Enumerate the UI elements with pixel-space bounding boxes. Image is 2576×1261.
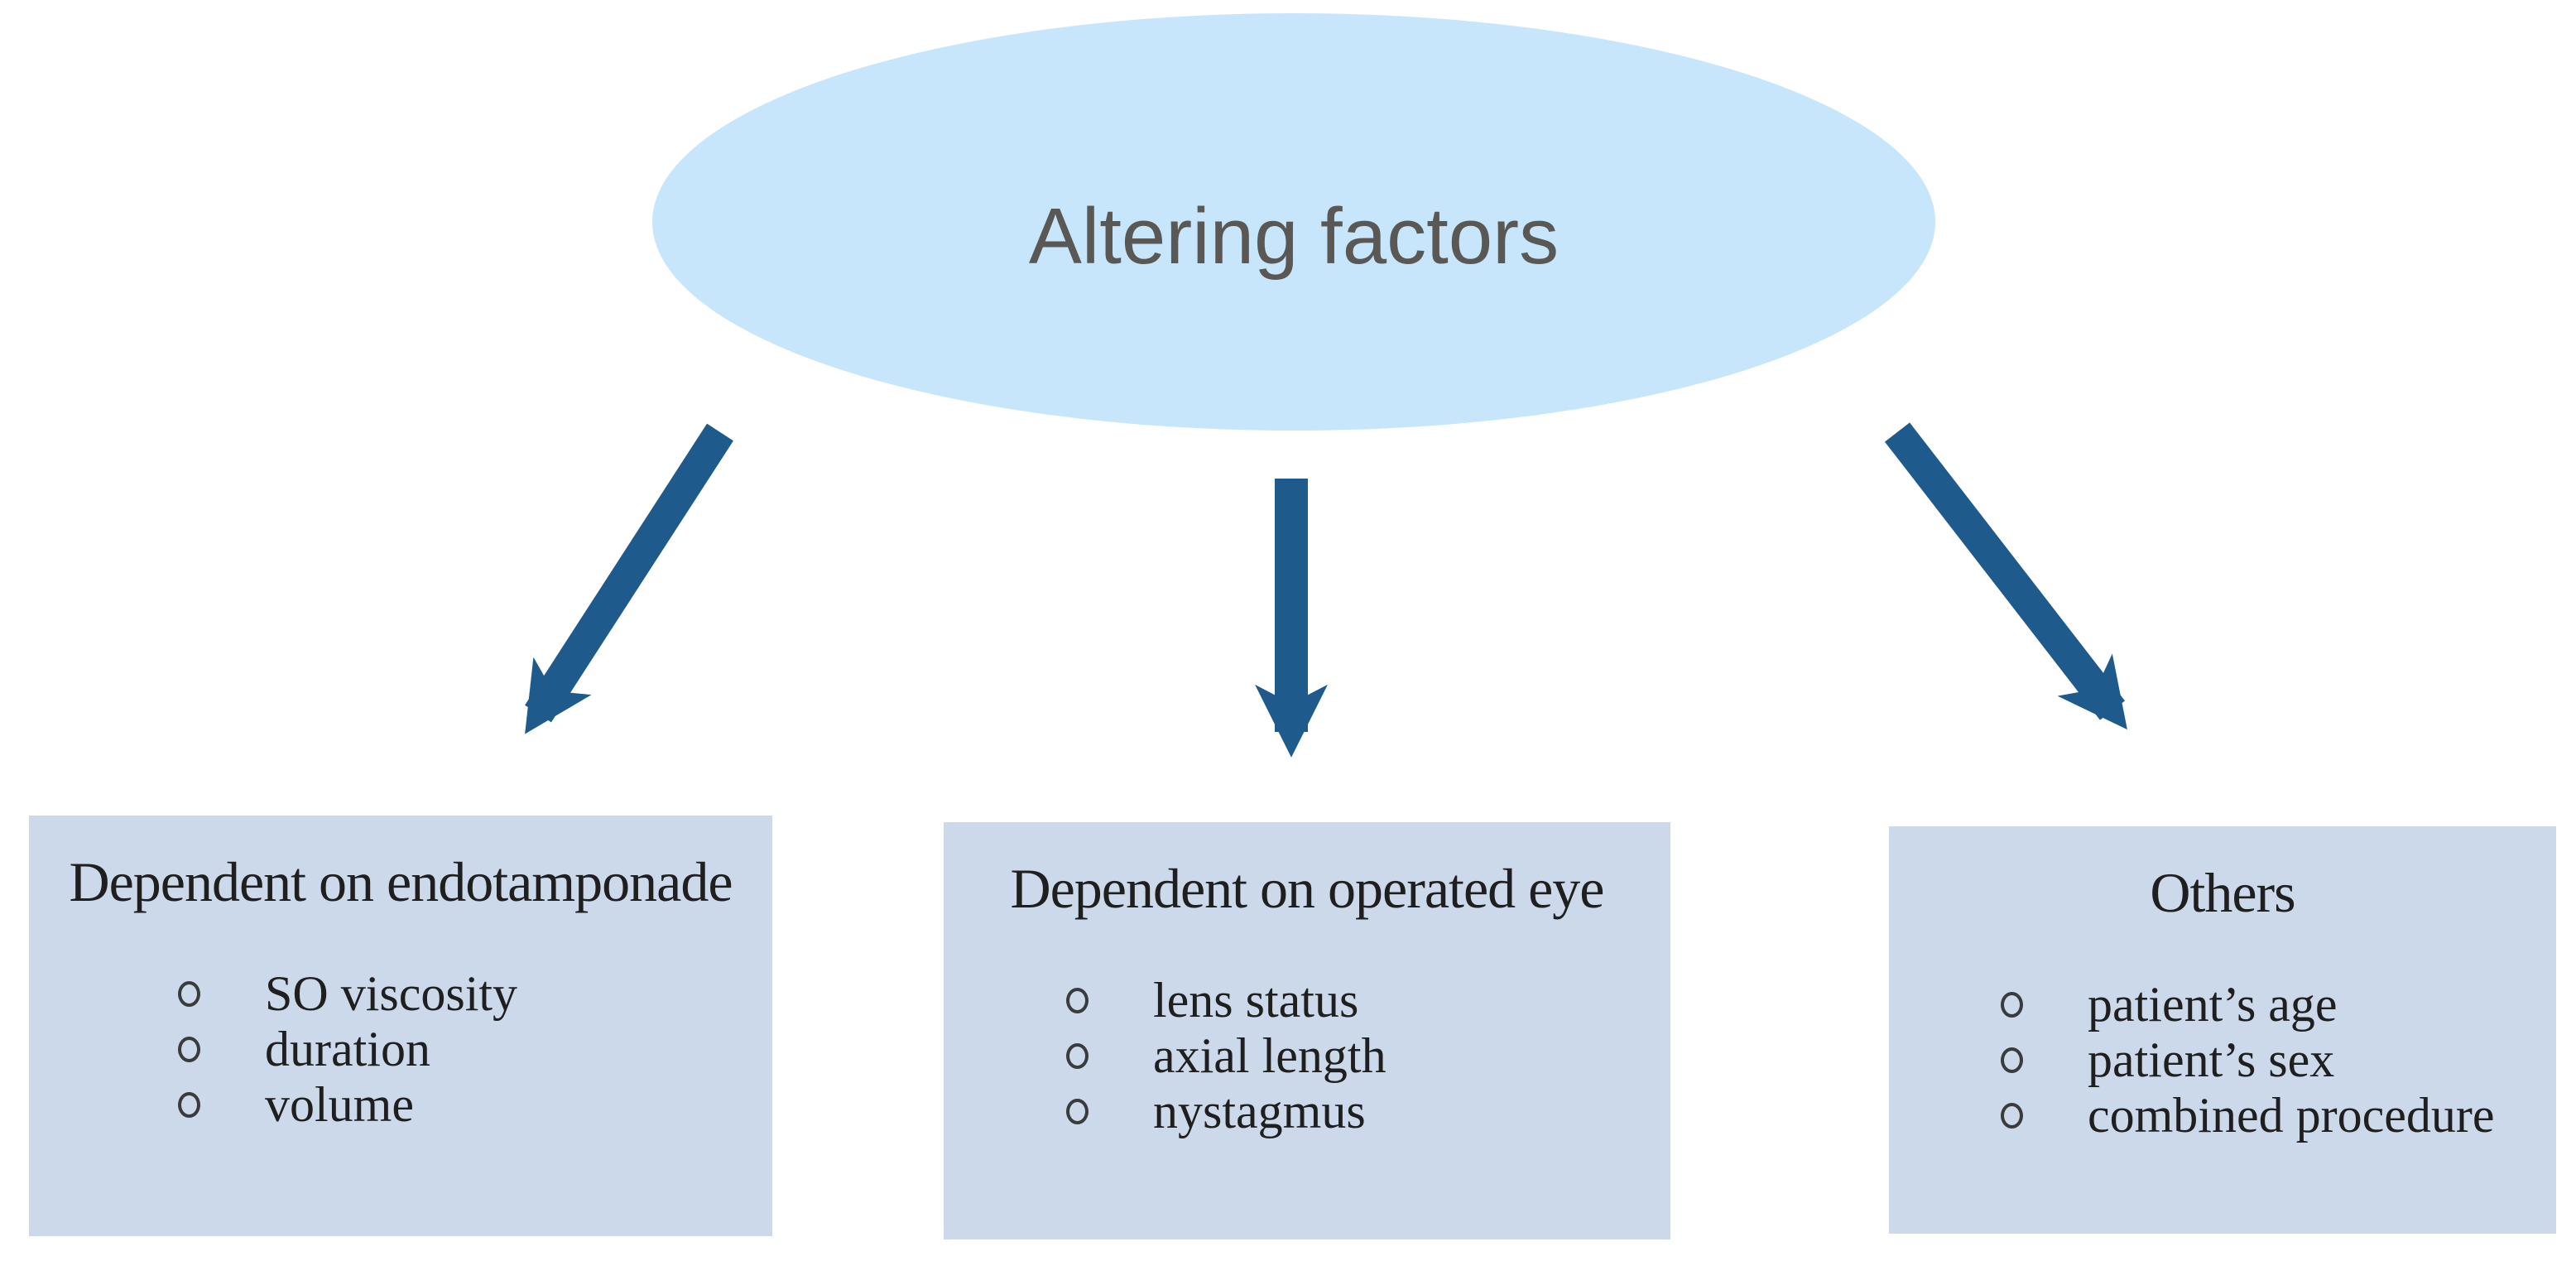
list-item-label: patient’s age — [2088, 976, 2338, 1032]
arrow-to-others-box-icon — [1884, 422, 2127, 730]
list-item-label: volume — [265, 1076, 414, 1132]
list-item-label: SO viscosity — [265, 965, 518, 1021]
branch-box-endotamponade: Dependent on endotamponade SO viscosity … — [29, 816, 772, 1236]
circle-bullet-icon — [1066, 1042, 1089, 1069]
circle-bullet-icon — [178, 1036, 200, 1062]
list-item-label: lens status — [1153, 972, 1359, 1028]
list-item: lens status — [1066, 973, 1670, 1028]
list-item-label: combined procedure — [2088, 1087, 2495, 1143]
circle-bullet-icon — [2001, 1047, 2023, 1073]
branch-title: Dependent on operated eye — [1010, 857, 1605, 920]
list-item-label: patient’s sex — [2088, 1032, 2335, 1087]
circle-bullet-icon — [178, 980, 200, 1007]
arrow-to-endotamponade-box-icon — [525, 423, 733, 734]
list-item: duration — [178, 1022, 772, 1077]
circle-bullet-icon — [1066, 987, 1089, 1013]
list-item-label: axial length — [1153, 1028, 1387, 1083]
branch-title: Dependent on endotamponade — [69, 850, 733, 913]
root-node-ellipse: Altering factors — [652, 13, 1935, 431]
circle-bullet-icon — [1066, 1098, 1089, 1124]
branch-box-others: Others patient’s age patient’s sex combi… — [1889, 826, 2556, 1234]
root-node-label: Altering factors — [1028, 192, 1560, 281]
list-item: axial length — [1066, 1028, 1670, 1084]
list-item: SO viscosity — [178, 966, 772, 1022]
circle-bullet-icon — [2001, 1102, 2023, 1129]
list-item: combined procedure — [2001, 1088, 2556, 1143]
list-item: patient’s age — [2001, 977, 2556, 1032]
branch-item-list: SO viscosity duration volume — [29, 966, 772, 1133]
list-item: patient’s sex — [2001, 1032, 2556, 1088]
circle-bullet-icon — [178, 1091, 200, 1118]
branch-item-list: patient’s age patient’s sex combined pro… — [1889, 977, 2556, 1143]
circle-bullet-icon — [2001, 991, 2023, 1018]
branch-item-list: lens status axial length nystagmus — [944, 973, 1670, 1139]
list-item-label: nystagmus — [1153, 1083, 1366, 1138]
list-item-label: duration — [265, 1021, 430, 1076]
branch-title: Others — [2150, 861, 2295, 924]
branch-box-operated-eye: Dependent on operated eye lens status ax… — [944, 822, 1670, 1239]
list-item: nystagmus — [1066, 1084, 1670, 1139]
list-item: volume — [178, 1077, 772, 1133]
